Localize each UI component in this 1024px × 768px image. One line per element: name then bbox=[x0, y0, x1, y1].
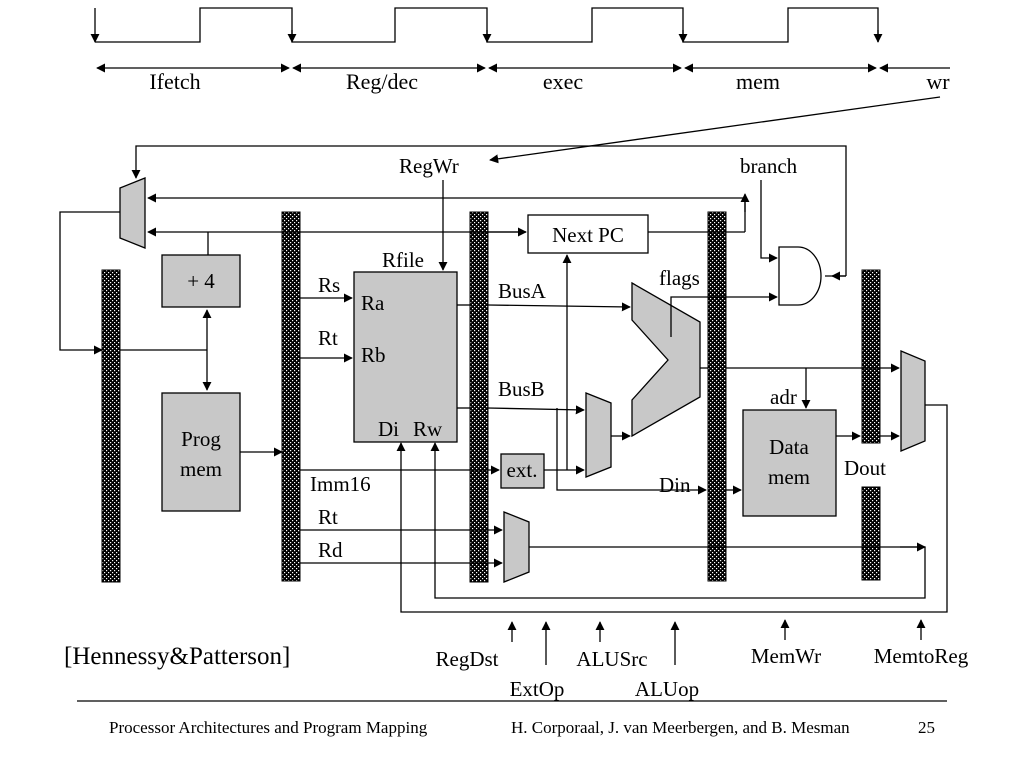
stage-mem-label: mem bbox=[736, 69, 780, 94]
data-mem-label-line2: mem bbox=[768, 465, 810, 489]
plus4-adder bbox=[161, 254, 241, 308]
memwr-label: MemWr bbox=[751, 644, 821, 668]
rs-label: Rs bbox=[318, 273, 340, 297]
stage-wr-label: wr bbox=[926, 69, 950, 94]
memtoreg-label: MemtoReg bbox=[874, 644, 969, 668]
regdst-mux bbox=[503, 511, 530, 583]
branch-and-gate bbox=[778, 246, 822, 306]
rb-port-label: Rb bbox=[361, 343, 386, 367]
pipeline-register-wb-lower bbox=[861, 486, 881, 581]
ext-label: ext. bbox=[507, 458, 538, 482]
alusrc-mux bbox=[585, 392, 612, 478]
footer-authors: H. Corporaal, J. van Meerbergen, and B. … bbox=[511, 718, 850, 737]
next-pc-label: Next PC bbox=[552, 223, 624, 247]
footer-page-number: 25 bbox=[918, 718, 935, 737]
ra-port-label: Ra bbox=[361, 291, 385, 315]
register-file bbox=[353, 271, 458, 443]
pc-mux bbox=[119, 177, 146, 249]
stage-regdec-label: Reg/dec bbox=[346, 69, 418, 94]
pipeline-register-id-ex bbox=[281, 211, 301, 582]
prog-mem bbox=[161, 392, 241, 512]
imm16-label: Imm16 bbox=[310, 472, 371, 496]
memtoreg-mux bbox=[900, 350, 926, 452]
branch-label: branch bbox=[740, 154, 798, 178]
clock-waveform bbox=[90, 7, 883, 43]
adr-label: adr bbox=[770, 385, 797, 409]
stage-ifetch-label: Ifetch bbox=[149, 69, 200, 94]
rd-label: Rd bbox=[318, 538, 343, 562]
busa-label: BusA bbox=[498, 279, 547, 303]
aluop-label: ALUop bbox=[635, 677, 699, 701]
regwr-label: RegWr bbox=[399, 154, 459, 178]
citation: [Hennessy&Patterson] bbox=[64, 643, 290, 670]
data-mem-label-line1: Data bbox=[769, 435, 809, 459]
din-label: Din bbox=[659, 473, 691, 497]
rt-label-2: Rt bbox=[318, 505, 338, 529]
pipeline-register-wb-upper bbox=[861, 269, 881, 444]
stage-exec-label: exec bbox=[543, 69, 584, 94]
extop-label: ExtOp bbox=[510, 677, 565, 701]
flags-label: flags bbox=[659, 266, 700, 290]
rw-port-label: Rw bbox=[413, 417, 443, 441]
regdst-label: RegDst bbox=[436, 647, 499, 671]
pipeline-register-ex-mem bbox=[469, 211, 489, 583]
alusrc-label: ALUSrc bbox=[576, 647, 647, 671]
prog-mem-label-line2: mem bbox=[180, 457, 222, 481]
data-mem bbox=[742, 409, 837, 517]
prog-mem-label-line1: Prog bbox=[181, 427, 221, 451]
pipeline-register-if-id bbox=[101, 269, 121, 583]
rt-label-1: Rt bbox=[318, 326, 338, 350]
wires bbox=[59, 96, 948, 665]
di-port-label: Di bbox=[378, 417, 399, 441]
dout-label: Dout bbox=[844, 456, 886, 480]
ext-block bbox=[500, 453, 545, 489]
plus4-label: + 4 bbox=[187, 269, 215, 293]
pipeline-register-mem-wb bbox=[707, 211, 727, 582]
alu bbox=[631, 281, 701, 438]
busb-label: BusB bbox=[498, 377, 545, 401]
next-pc-block bbox=[527, 214, 649, 254]
rfile-label: Rfile bbox=[382, 248, 424, 272]
footer-course: Processor Architectures and Program Mapp… bbox=[109, 718, 428, 737]
